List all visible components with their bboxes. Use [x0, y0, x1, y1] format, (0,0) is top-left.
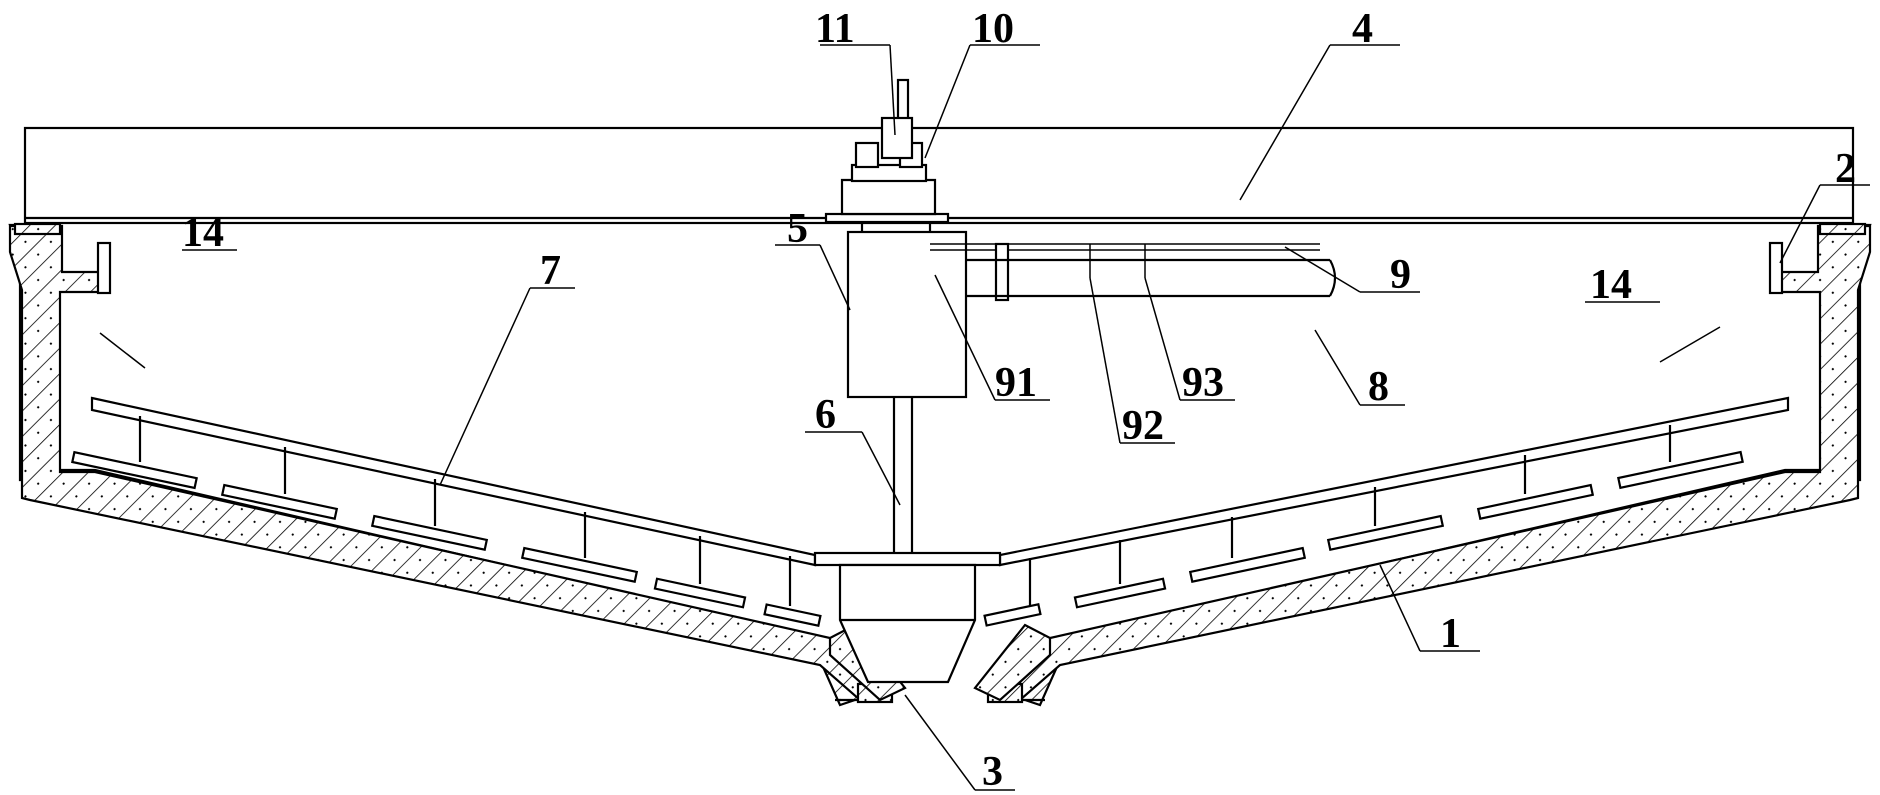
label-4: 4 — [1352, 6, 1373, 52]
leader-11-arm — [889, 44, 896, 136]
label-2: 2 — [1835, 146, 1856, 192]
label-8: 8 — [1368, 364, 1389, 410]
leader-3-arm — [904, 694, 976, 791]
label-1: 1 — [1440, 611, 1461, 657]
motor-left — [854, 141, 880, 169]
drive-base-plate — [824, 212, 950, 224]
label-5: 5 — [787, 206, 808, 252]
label-10: 10 — [972, 6, 1014, 52]
leader-14l-arm — [99, 332, 146, 369]
leader-4-arm — [1239, 44, 1331, 201]
bridge-beam — [23, 126, 1855, 225]
weir-right — [1768, 241, 1784, 295]
sc-blade-r6 — [983, 602, 1042, 627]
center-hub — [813, 551, 1002, 567]
reference-numerals: 11 10 4 2 14 14 7 5 6 91 92 93 9 8 1 3 — [182, 6, 1856, 795]
sc-blade-l3 — [370, 514, 489, 552]
label-11: 11 — [815, 6, 855, 52]
sc-blade-l6 — [763, 603, 822, 628]
label-3: 3 — [982, 749, 1003, 795]
label-93: 93 — [1182, 360, 1224, 406]
leader-91-arm — [934, 274, 996, 401]
drive-housing — [840, 178, 937, 216]
leader-14r-arm — [1659, 326, 1721, 363]
label-14-right: 14 — [1590, 262, 1632, 308]
leader-6-arm — [861, 431, 901, 506]
drive-hub — [880, 116, 914, 160]
scraper-left — [71, 396, 822, 628]
sc-blade-r5 — [1073, 577, 1167, 609]
leader-5-arm — [819, 244, 851, 311]
sc-blade-l5 — [653, 577, 747, 609]
drive-top — [850, 163, 928, 183]
weir-left — [96, 241, 112, 295]
label-14-left: 14 — [182, 210, 224, 256]
leader-2-arm — [1779, 184, 1821, 264]
leader-10-arm — [924, 44, 971, 159]
label-92: 92 — [1122, 403, 1164, 449]
sc-blade-r3 — [1326, 514, 1445, 552]
sc-blade-l2 — [220, 483, 339, 521]
sc-blade-l4 — [520, 546, 639, 584]
support-pad-right — [1818, 222, 1867, 236]
sump-funnel — [838, 563, 977, 684]
wall-band-left — [8, 224, 862, 703]
leader-92-arm — [1089, 277, 1121, 444]
label-9: 9 — [1390, 252, 1411, 298]
scraper-arm-right — [998, 396, 1790, 567]
leader-7-arm — [439, 287, 531, 486]
label-91: 91 — [995, 360, 1037, 406]
pipe-flange — [994, 242, 1010, 302]
pipe-8-end — [1329, 259, 1337, 297]
leader-93-arm — [1144, 277, 1181, 401]
leader-8-arm — [1314, 329, 1361, 406]
label-7: 7 — [540, 248, 561, 294]
leader-lines — [99, 44, 1870, 791]
drive-unit — [824, 78, 950, 224]
center-column — [846, 222, 968, 556]
leader-1-arm — [1379, 564, 1421, 652]
sc-blade-l1 — [71, 450, 198, 490]
sc-blade-r4 — [1188, 546, 1307, 584]
sc-blade-r2 — [1476, 483, 1595, 521]
support-pad-left — [13, 222, 62, 236]
label-6: 6 — [815, 392, 836, 438]
sc-blade-r1 — [1617, 450, 1744, 490]
scraper-right — [983, 396, 1790, 627]
leader-9-arm — [1284, 246, 1361, 293]
collector-box — [846, 230, 968, 399]
sump-wall-right — [973, 623, 1052, 702]
pipes — [930, 242, 1337, 302]
